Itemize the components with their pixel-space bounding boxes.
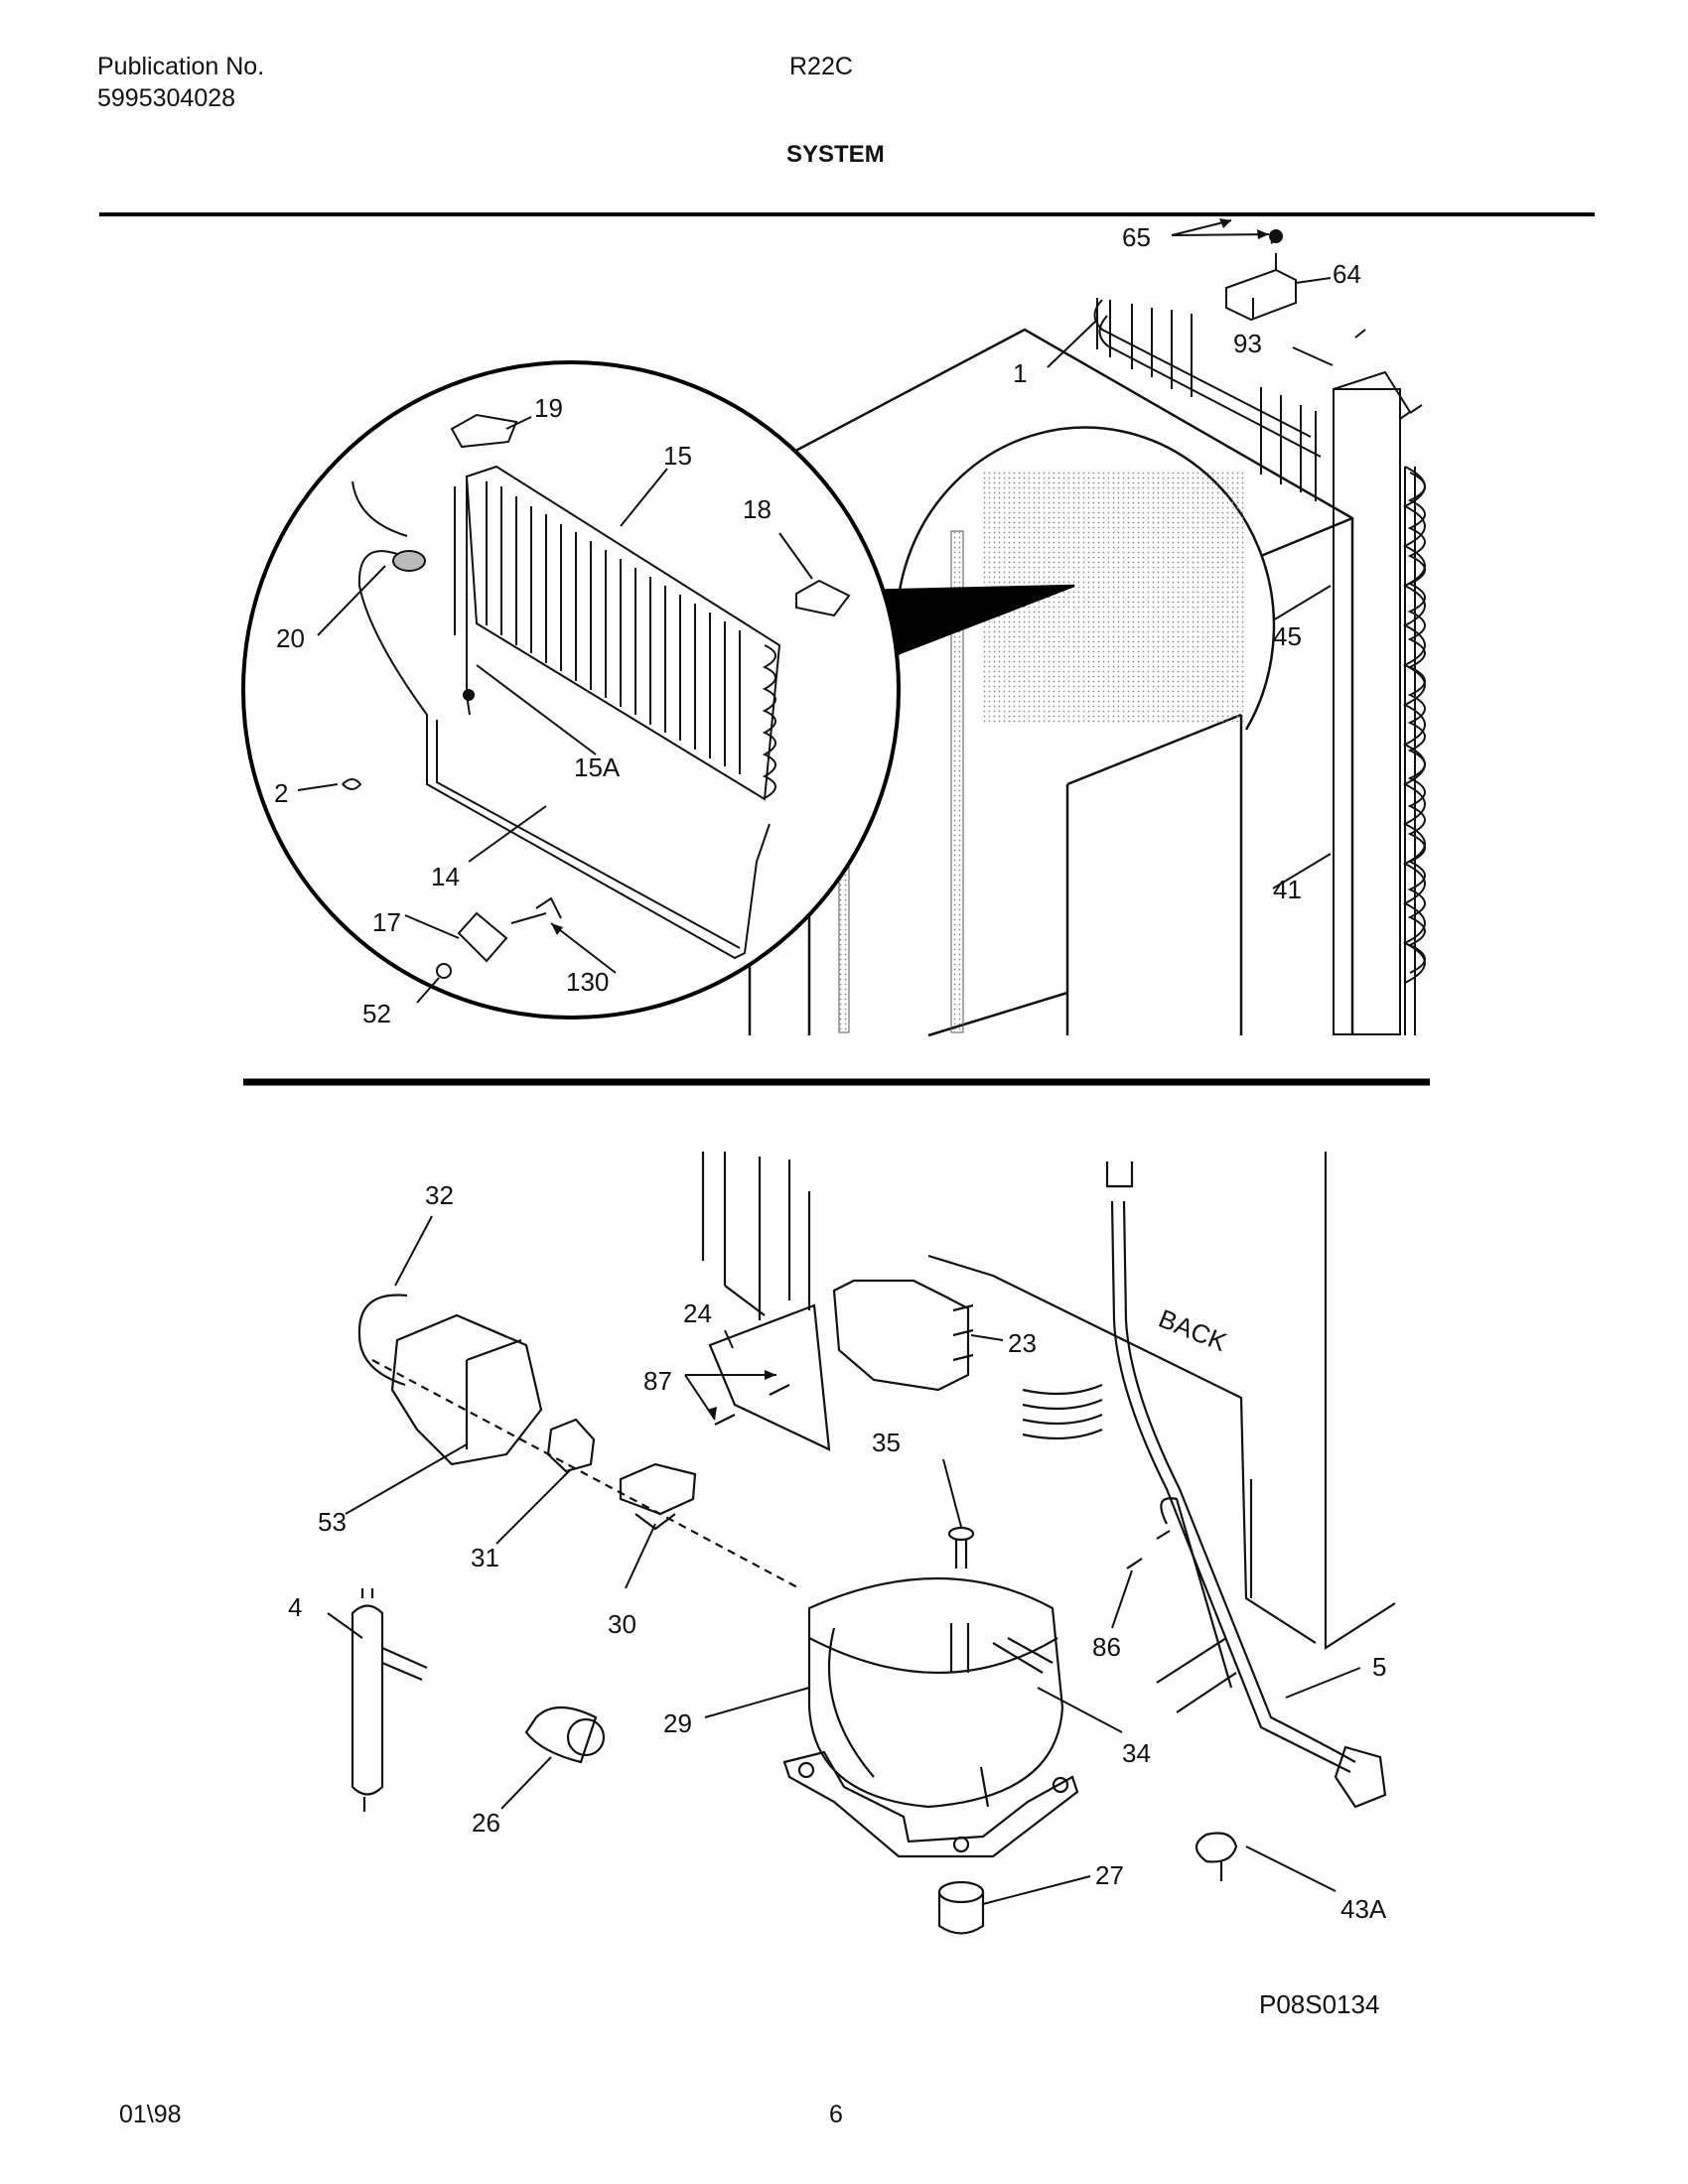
callout-41: 41 <box>1273 875 1302 904</box>
compressor-drawing <box>351 1152 1396 1935</box>
callout-65: 65 <box>1122 222 1151 252</box>
section-title: SYSTEM <box>786 141 885 168</box>
condenser-coil-drawing <box>1093 229 1426 1035</box>
callout-5: 5 <box>1372 1652 1386 1682</box>
callout-35: 35 <box>872 1428 901 1457</box>
callout-43a: 43A <box>1340 1894 1387 1924</box>
callout-15: 15 <box>663 441 692 471</box>
callout-53: 53 <box>318 1507 347 1537</box>
callout-27: 27 <box>1095 1860 1124 1890</box>
callout-64: 64 <box>1333 259 1361 289</box>
callout-15a: 15A <box>574 752 621 782</box>
callout-20: 20 <box>276 623 305 653</box>
callout-87: 87 <box>643 1366 672 1396</box>
back-annotation: BACK <box>1155 1303 1231 1358</box>
callout-2: 2 <box>274 778 288 808</box>
callout-18: 18 <box>743 494 772 524</box>
callout-93: 93 <box>1233 329 1262 358</box>
callout-24: 24 <box>683 1298 712 1328</box>
footer-date: 01\98 <box>119 2101 182 2128</box>
evaporator-drawing <box>342 413 851 979</box>
callout-17: 17 <box>372 907 401 937</box>
detail-zoom-circle <box>241 360 901 1020</box>
callout-arrowheads <box>551 218 1269 1420</box>
callout-19: 19 <box>534 393 563 423</box>
callout-26: 26 <box>472 1808 500 1838</box>
callout-86: 86 <box>1092 1632 1121 1662</box>
callout-4: 4 <box>288 1592 302 1622</box>
callout-34: 34 <box>1122 1738 1151 1768</box>
callout-32: 32 <box>425 1180 454 1210</box>
callout-1: 1 <box>1013 358 1027 388</box>
callout-31: 31 <box>471 1543 499 1572</box>
callout-14: 14 <box>431 862 460 891</box>
callout-30: 30 <box>608 1609 636 1639</box>
drawing-id: P08S0134 <box>1259 1989 1379 2019</box>
callout-leader-lines <box>297 219 1361 1905</box>
callout-45: 45 <box>1273 621 1302 651</box>
publication-number: 5995304028 <box>97 84 236 112</box>
callout-29: 29 <box>663 1708 692 1738</box>
callout-23: 23 <box>1008 1328 1037 1358</box>
callout-130: 130 <box>566 967 609 997</box>
callout-52: 52 <box>362 999 391 1028</box>
publication-label: Publication No. <box>97 53 265 80</box>
page-number: 6 <box>829 2101 843 2128</box>
model-number: R22C <box>789 53 853 80</box>
